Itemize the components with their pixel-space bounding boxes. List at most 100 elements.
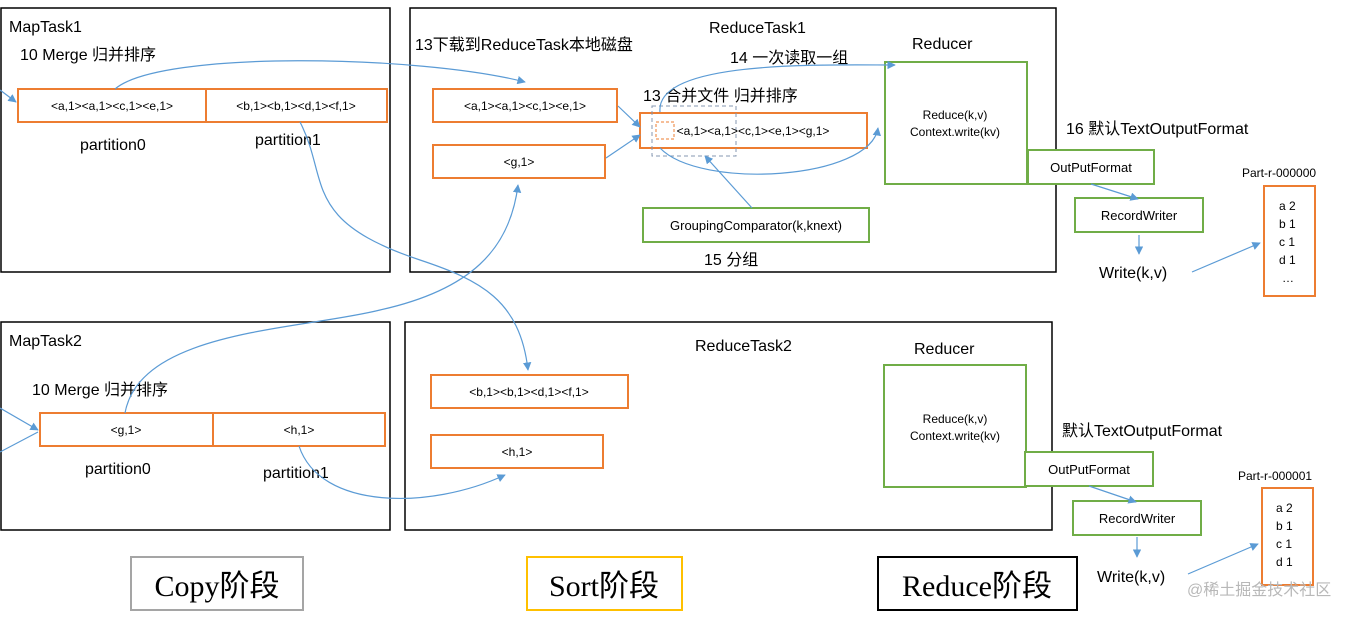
write1-to-part1	[1191, 242, 1261, 273]
recordwriter2-label: RecordWriter	[1099, 511, 1176, 526]
reducetask2-panel: ReduceTask2 <b,1><b,1><d,1><f,1> <h,1> R…	[404, 321, 1053, 531]
maptask1-partition1-label: partition1	[255, 132, 321, 149]
maptask2-frame	[0, 321, 391, 531]
reducetask1-merge-step: 13 合并文件 归并排序	[643, 87, 798, 105]
write2-to-part2	[1187, 543, 1259, 575]
reducer1-context-write: Context.write(kv)	[910, 125, 1000, 139]
part-file2-title: Part-r-000001	[1238, 469, 1312, 483]
outputformat2-label: OutPutFormat	[1048, 462, 1130, 477]
copy-m1p0-to-r1	[114, 60, 526, 90]
maptask2-partition1-data: <h,1>	[284, 423, 315, 437]
maptask1-title: MapTask1	[9, 19, 82, 36]
grouping-arrow	[704, 155, 753, 209]
reducetask1-key-marker	[655, 121, 675, 140]
reducetask1-frame	[409, 7, 1057, 273]
part-file2-line1: a 2	[1276, 501, 1293, 515]
part-file1-title: Part-r-000000	[1242, 166, 1316, 180]
reducetask1-output-step: 16 默认TextOutputFormat	[1066, 120, 1249, 138]
reducetask2-output: 默认TextOutputFormat OutPutFormat RecordWr…	[1024, 422, 1314, 586]
reducetask1-title: ReduceTask1	[709, 20, 806, 37]
reducetask1-panel: ReduceTask1 13下载到ReduceTask本地磁盘 14 一次读取一…	[409, 7, 1057, 273]
maptask1-partition1-cell	[205, 88, 388, 123]
copy-m2p0-to-r1	[124, 184, 522, 414]
reducer2-title: Reducer	[914, 341, 975, 358]
reducetask2-output-step: 默认TextOutputFormat	[1062, 422, 1223, 440]
reducer-feed-arrow	[659, 127, 881, 175]
reducetask1-group-step: 15 分组	[704, 251, 758, 269]
reducetask1-download-step: 13下载到ReduceTask本地磁盘	[415, 35, 633, 54]
flow-arrows	[0, 60, 1261, 575]
reducetask2-frame	[404, 321, 1053, 531]
maptask1-input-arrow	[0, 89, 17, 103]
reduce-phase-label: Reduce阶段	[902, 570, 1052, 603]
phase-labels: Copy阶段 Sort阶段 Reduce阶段	[130, 556, 1078, 611]
maptask2-title: MapTask2	[9, 333, 82, 350]
part-file1-line3: c 1	[1279, 235, 1295, 249]
maptask2-input-arrow-top	[0, 407, 39, 431]
part-file1-line4: d 1	[1279, 253, 1296, 267]
sort-phase-label: Sort阶段	[549, 570, 659, 603]
maptask1-partition0-cell	[17, 88, 207, 123]
reducer2-context-write: Context.write(kv)	[910, 429, 1000, 443]
recordwriter2-box	[1072, 500, 1202, 536]
outputformat1-to-recordwriter1	[1090, 183, 1139, 201]
maptask2-partition0-label: partition0	[85, 461, 151, 478]
reducer2-box	[883, 364, 1027, 488]
outputformat2-to-recordwriter2	[1088, 485, 1137, 504]
maptask1-partition0-label: partition0	[80, 137, 146, 154]
reducetask2-file1-data: <b,1><b,1><d,1><f,1>	[469, 385, 588, 399]
part-file1-line5: …	[1282, 271, 1294, 285]
maptask1-frame	[0, 7, 391, 273]
copy-phase-label: Copy阶段	[154, 570, 279, 603]
maptask1-partition0-data: <a,1><a,1><c,1><e,1>	[51, 99, 173, 113]
recordwriter1-label: RecordWriter	[1101, 208, 1178, 223]
reducetask2-title: ReduceTask2	[695, 338, 792, 355]
watermark: @稀土掘金技术社区	[1187, 581, 1331, 599]
write1-label: Write(k,v)	[1099, 265, 1167, 282]
maptask1-partition1-data: <b,1><b,1><d,1><f,1>	[236, 99, 355, 113]
reducetask1-output: 16 默认TextOutputFormat OutPutFormat Recor…	[1027, 120, 1316, 297]
reducetask2-file2-data: <h,1>	[502, 445, 533, 459]
outputformat1-label: OutPutFormat	[1050, 160, 1132, 175]
reduce-phase-box	[877, 556, 1078, 611]
reducetask1-read-step: 14 一次读取一组	[730, 49, 848, 67]
maptask2-partition1-label: partition1	[263, 465, 329, 482]
reducetask1-file2-data: <g,1>	[504, 155, 535, 169]
copy-phase-box	[130, 556, 304, 611]
maptask1-merge-step: 10 Merge 归并排序	[20, 46, 156, 64]
reducer1-box	[884, 61, 1028, 185]
reducetask2-file1	[430, 374, 629, 409]
part-file1-box	[1263, 185, 1316, 297]
maptask2-partition1-cell	[212, 412, 386, 447]
maptask2-partition0-data: <g,1>	[111, 423, 142, 437]
reducer1-title: Reducer	[912, 36, 973, 53]
maptask1-panel: MapTask1 10 Merge 归并排序 <a,1><a,1><c,1><e…	[0, 7, 391, 273]
reducetask1-file2	[432, 144, 606, 179]
recordwriter1-box	[1074, 197, 1204, 233]
part-file1-line1: a 2	[1279, 199, 1296, 213]
maptask2-input-arrow-bottom	[0, 431, 39, 453]
copy-m2p1-to-r2	[298, 445, 506, 500]
grouping-comparator-label: GroupingComparator(k,knext)	[670, 218, 842, 233]
reducetask1-group-window	[651, 105, 737, 157]
part-file2-line3: c 1	[1276, 537, 1292, 551]
maptask2-partition0-cell	[39, 412, 214, 447]
reducetask1-merged-file	[639, 112, 868, 149]
merge-arrow-file2	[605, 134, 641, 159]
grouping-comparator-box	[642, 207, 870, 243]
copy-m1p1-to-r2	[299, 121, 532, 371]
part-file2-line2: b 1	[1276, 519, 1293, 533]
reducer2-reduce-call: Reduce(k,v)	[923, 412, 988, 426]
merge-arrow-file1	[617, 105, 641, 128]
write2-label: Write(k,v)	[1097, 569, 1165, 586]
reducetask1-file1-data: <a,1><a,1><c,1><e,1>	[464, 99, 586, 113]
part-file2-box	[1261, 487, 1314, 586]
read-group-arrow	[659, 60, 896, 113]
outputformat2-box	[1024, 451, 1154, 487]
maptask2-panel: MapTask2 10 Merge 归并排序 <g,1> <h,1> parti…	[0, 321, 391, 531]
part-file1-line2: b 1	[1279, 217, 1296, 231]
reducetask2-file2	[430, 434, 604, 469]
reducer1-reduce-call: Reduce(k,v)	[923, 108, 988, 122]
reducetask1-file1	[432, 88, 618, 123]
